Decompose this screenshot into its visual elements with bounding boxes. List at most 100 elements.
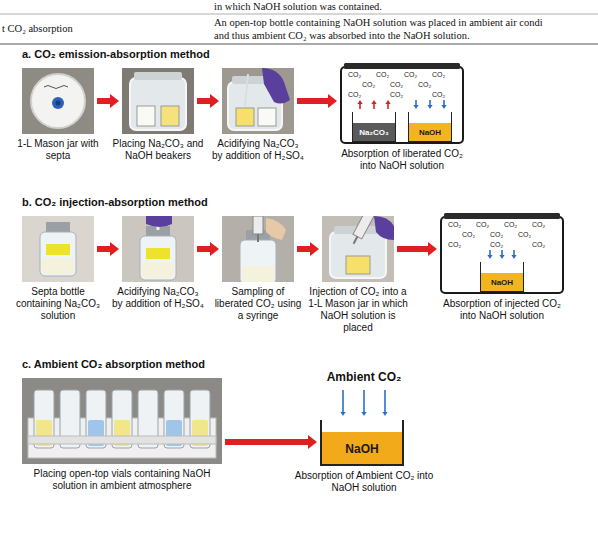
text-holder: 1-L Mason jar with septa — [12, 138, 104, 162]
text-holder: CO₂ — [348, 71, 361, 79]
text-holder: CO₂ — [476, 221, 489, 229]
step-caption: Placing open-top vials containing NaOH s… — [17, 468, 227, 492]
air-heading: Ambient CO₂ — [294, 370, 434, 384]
text-holder: CO₂ — [490, 231, 503, 239]
flow-arrow — [297, 94, 337, 108]
text-holder: CO₂ — [376, 71, 389, 79]
text-holder: Placing open-top vials containing NaOH s… — [17, 468, 227, 492]
flow-arrow — [297, 242, 319, 256]
gas-label: CO₂ — [376, 71, 389, 79]
text-holder: Acidifying Na₂CO₃ by addition of H₂SO₄ — [112, 286, 204, 310]
photo-illustration — [22, 216, 94, 282]
text-holder: Acidifying Na₂CO₃ by addition of H₂SO₄ — [212, 138, 304, 162]
gas-label: CO₂ — [490, 231, 503, 239]
step-caption: Injection of CO₂ into a 1-L Mason jar in… — [308, 286, 408, 334]
gas-label: CO₂ — [532, 241, 545, 249]
text-holder: CO₂ — [532, 241, 545, 249]
text-holder: and thus ambient CO₂ was absorbed into t… — [214, 30, 470, 42]
text-holder: c. Ambient CO₂ absorption method — [22, 358, 205, 371]
beaker: Na₂CO₃ — [352, 112, 396, 142]
flow-arrow — [197, 242, 219, 256]
step-caption: Absorption of injected CO₂ into NaOH sol… — [440, 298, 564, 322]
step-caption: Septa bottle containing Na₂CO₃ solution — [12, 286, 104, 322]
text-holder: Septa bottle containing Na₂CO₃ solution — [12, 286, 104, 322]
section-heading: a. CO₂ emission-absorption method — [22, 48, 210, 61]
gas-label: CO₂ — [432, 71, 445, 79]
text-holder: CO₂ — [390, 81, 403, 89]
photo-panel: Placing open-top vials containing NaOH s… — [22, 378, 222, 464]
flow-arrow — [197, 94, 219, 108]
step-caption: 1-L Mason jar with septa — [12, 138, 104, 162]
flow-arrow — [97, 242, 119, 256]
gas-label: CO₂ — [348, 91, 361, 99]
gas-label: CO₂ — [348, 71, 361, 79]
gas-label: CO₂ — [490, 241, 503, 249]
gas-label: CO₂ — [476, 221, 489, 229]
text-holder: CO₂ — [418, 81, 431, 89]
beaker-label: Na₂CO₃ — [359, 128, 388, 141]
text-holder: Placing Na₂CO₃ and NaOH beakers — [112, 138, 204, 162]
photo-illustration — [122, 216, 194, 282]
beaker-label: NaOH — [419, 128, 441, 141]
text-holder: CO₂ — [448, 221, 461, 229]
gas-label: CO₂ — [362, 81, 375, 89]
table-text: An open-top bottle containing NaOH solut… — [214, 17, 543, 29]
step-caption: Absorption of Ambient CO₂ into NaOH solu… — [294, 470, 434, 494]
photo-illustration — [322, 216, 394, 282]
text-holder: An open-top bottle containing NaOH solut… — [214, 17, 543, 29]
photo-illustration — [122, 68, 194, 134]
text-holder: b. CO₂ injection-absorption method — [22, 196, 208, 209]
text-holder: CO₂ — [362, 81, 375, 89]
photo-illustration — [22, 68, 94, 134]
beaker: NaOH — [480, 262, 524, 292]
gas-label: CO₂ — [418, 81, 431, 89]
gas-label: CO₂ — [404, 71, 417, 79]
text-holder: CO₂ — [462, 231, 475, 239]
text-holder: CO₂ — [518, 231, 531, 239]
beaker: NaOH — [408, 112, 452, 142]
text-holder: in which NaOH solution was contained. — [214, 1, 382, 13]
text-holder: CO₂ — [404, 71, 417, 79]
photo-panel: Injection of CO₂ into a 1-L Mason jar in… — [322, 216, 394, 282]
text-holder: Absorption of liberated CO₂ into NaOH so… — [340, 148, 464, 172]
photo-panel: Acidifying Na₂CO₃ by addition of H₂SO₄ — [122, 216, 194, 282]
table-text: in which NaOH solution was contained. — [214, 1, 382, 13]
co2-flow-arrows — [322, 388, 406, 418]
table-text: and thus ambient CO₂ was absorbed into t… — [214, 30, 470, 42]
gas-label: CO₂ — [390, 91, 403, 99]
beaker-illustration: NaOHAmbient CO₂Absorption of Ambient CO₂… — [320, 420, 404, 466]
photo-panel: Placing Na₂CO₃ and NaOH beakers — [122, 68, 194, 134]
section-heading: c. Ambient CO₂ absorption method — [22, 358, 205, 371]
gas-label: CO₂ — [462, 231, 475, 239]
step-caption: Acidifying Na₂CO₃ by addition of H₂SO₄ — [212, 138, 304, 162]
gas-label: CO₂ — [448, 221, 461, 229]
jar-illustration: Absorption of injected CO₂ into NaOH sol… — [440, 212, 564, 294]
text-holder: CO₂ — [532, 221, 545, 229]
beaker-label: NaOH — [491, 278, 513, 291]
photo-panel: Acidifying Na₂CO₃ by addition of H₂SO₄ — [222, 68, 294, 134]
text-holder: CO₂ — [432, 91, 445, 99]
step-caption: Sampling of liberated CO₂ using a syring… — [212, 286, 304, 322]
table-text: t CO₂ absorption — [2, 23, 73, 35]
photo-illustration — [222, 68, 294, 134]
gas-label: CO₂ — [504, 221, 517, 229]
flow-arrow — [225, 435, 317, 449]
gas-label: CO₂ — [532, 221, 545, 229]
gas-label: CO₂ — [432, 91, 445, 99]
text-holder: Absorption of Ambient CO₂ into NaOH solu… — [294, 470, 434, 494]
text-holder: a. CO₂ emission-absorption method — [22, 48, 210, 61]
photo-panel: Septa bottle containing Na₂CO₃ solution — [22, 216, 94, 282]
jar-illustration: Absorption of liberated CO₂ into NaOH so… — [340, 62, 464, 144]
step-caption: Absorption of liberated CO₂ into NaOH so… — [340, 148, 464, 172]
photo-illustration — [22, 378, 222, 464]
text-holder: CO₂ — [490, 241, 503, 249]
text-holder: CO₂ — [390, 91, 403, 99]
text-holder: CO₂ — [432, 71, 445, 79]
photo-panel: Sampling of liberated CO₂ using a syring… — [222, 216, 294, 282]
step-caption: Placing Na₂CO₃ and NaOH beakers — [112, 138, 204, 162]
text-holder: CO₂ — [348, 91, 361, 99]
text-holder: Sampling of liberated CO₂ using a syring… — [212, 286, 304, 322]
text-holder: CO₂ — [448, 241, 461, 249]
flow-arrow — [397, 242, 437, 256]
